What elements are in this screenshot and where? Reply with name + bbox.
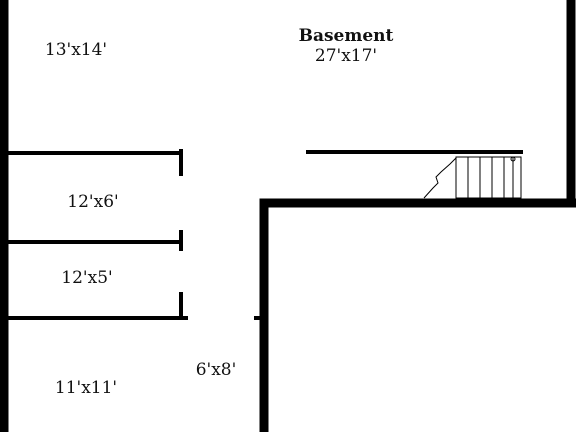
room-dims-12x6: 12'x6' (67, 192, 118, 212)
stair-newel-post (510, 156, 516, 162)
stair-break-line (423, 157, 457, 199)
stair-outline (455, 156, 522, 199)
room-dims-11x11: 11'x11' (55, 378, 117, 398)
room-labels: Basement 27'x17' 13'x14' 12'x6' 12'x5' 1… (45, 26, 394, 398)
room-dims-top-left: 13'x14' (45, 40, 107, 60)
room-dims-hall: 6'x8' (196, 360, 237, 380)
staircase (423, 156, 522, 199)
room-name-basement: Basement (299, 26, 394, 46)
room-dims-12x5: 12'x5' (61, 268, 112, 288)
room-dims-basement: 27'x17' (315, 46, 377, 66)
